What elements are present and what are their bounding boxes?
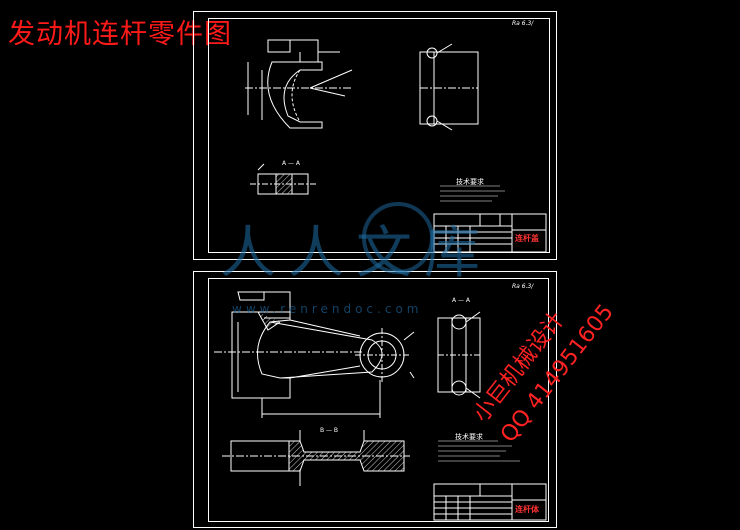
rod-side-view xyxy=(437,311,481,399)
drawing-frame-2 xyxy=(208,278,549,522)
title-block-1 xyxy=(433,213,547,253)
watermark-url: www.renrendoc.com xyxy=(232,302,423,316)
rod-section-view xyxy=(222,430,410,486)
cap-front-view xyxy=(245,39,353,129)
title-block-2 xyxy=(433,483,547,521)
sheet1-title-block-name: 连杆盖 xyxy=(515,234,539,243)
rod-front-view xyxy=(214,291,415,418)
drawing-sheet-1 xyxy=(193,11,557,260)
cap-section-view xyxy=(250,163,316,195)
sheet2-corner-note: Ra 6.3/ xyxy=(512,283,534,290)
sheet1-notes-title: 技术要求 xyxy=(456,178,484,186)
watermark-logo-text: 人人文库 xyxy=(220,221,492,286)
sheet1-section-label: A — A xyxy=(282,160,301,167)
sheet2-section-label-1: A — A xyxy=(452,297,471,304)
sheet2-section-label-2: B — B xyxy=(320,427,339,434)
cap-side-view xyxy=(419,43,479,131)
sheet2-notes-title: 技术要求 xyxy=(455,433,483,441)
sheet2-title-block-name: 连杆体 xyxy=(515,505,539,514)
sheet1-corner-note: Ra 6.3/ xyxy=(512,20,534,27)
tech-notes-2 xyxy=(438,440,520,462)
drawing-sheet-2 xyxy=(193,271,557,528)
drawing-frame-1 xyxy=(208,18,550,253)
tech-notes-1 xyxy=(440,185,505,202)
